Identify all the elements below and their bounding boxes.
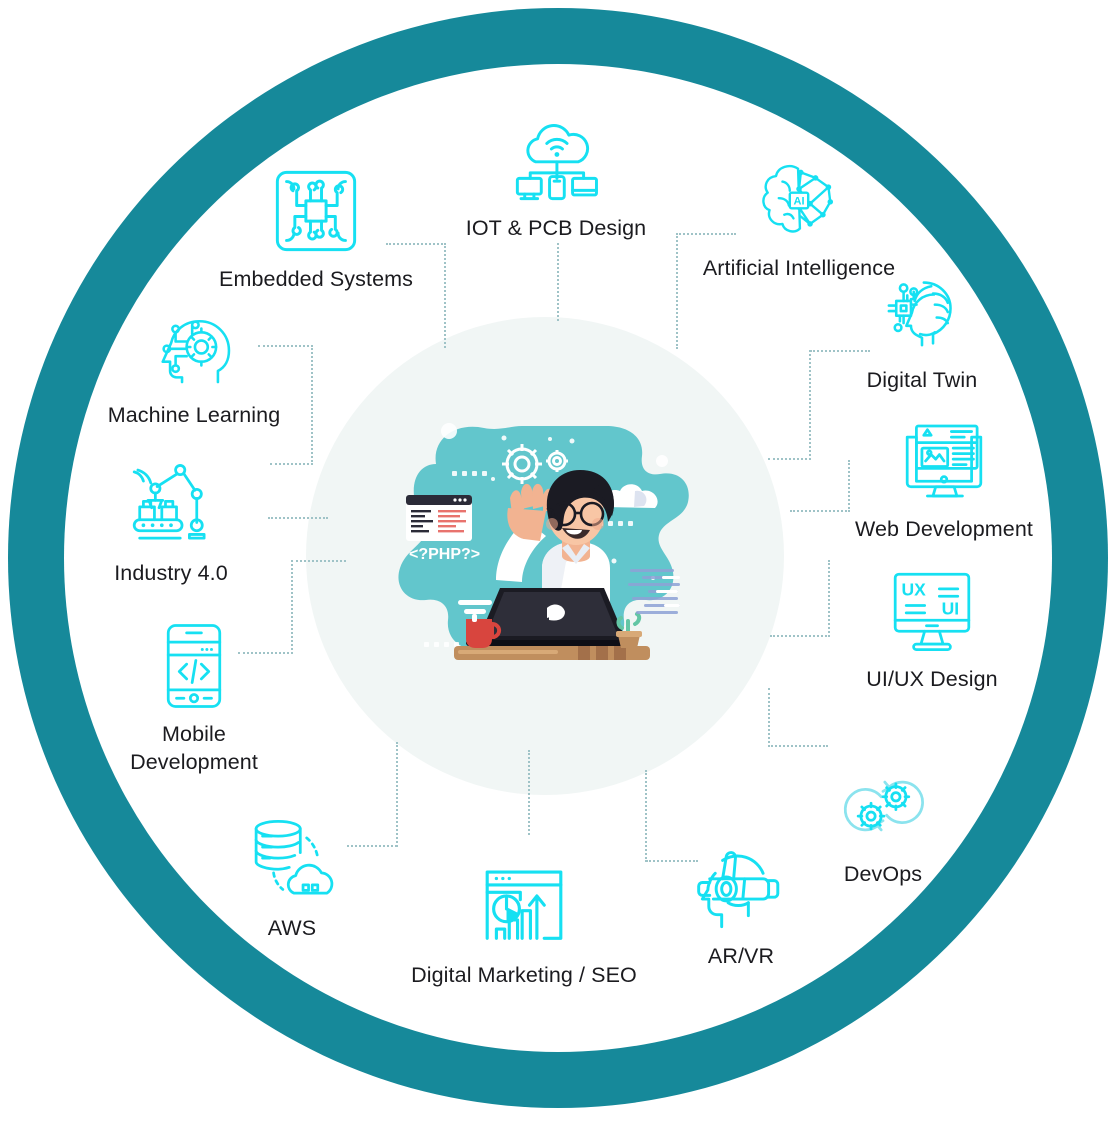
node-digital-marketing-seo[interactable]: Digital Marketing / SEO <box>409 859 639 989</box>
twin-heads-chip-icon <box>874 264 970 360</box>
node-digital-twin[interactable]: Digital Twin <box>807 264 1037 394</box>
monitor-uxui-icon: UX UI <box>884 563 980 659</box>
node-web-development[interactable]: Web Development <box>829 413 1059 543</box>
node-label: Digital Twin <box>866 368 978 392</box>
node-label: AWS <box>267 916 317 940</box>
svg-text:<?PHP?>: <?PHP?> <box>409 546 480 563</box>
svg-text:AI: AI <box>793 196 804 208</box>
node-label: AR/VR <box>707 944 775 968</box>
node-label: UI/UX Design <box>866 667 998 691</box>
node-iot-pcb-design[interactable]: IOT & PCB Design <box>441 112 671 242</box>
node-label: Embedded Systems <box>219 267 413 291</box>
node-label: Web Development <box>855 517 1033 541</box>
node-embedded-systems[interactable]: Embedded Systems <box>201 163 431 293</box>
microchip-board-icon <box>268 163 364 259</box>
node-aws[interactable]: AWS <box>177 812 407 942</box>
node-label: Machine Learning <box>107 403 281 427</box>
svg-text:UI: UI <box>942 599 959 619</box>
head-gear-circuit-icon <box>146 299 242 395</box>
node-label: Mobile Development <box>130 722 258 775</box>
browser-chart-growth-icon <box>476 859 572 955</box>
database-cloud-icon <box>244 812 340 908</box>
brain-network-ai-icon: AI <box>751 152 847 248</box>
node-industry-40[interactable]: Industry 4.0 <box>56 457 286 587</box>
node-devops[interactable]: DevOps <box>768 758 998 888</box>
svg-text:UX: UX <box>901 579 926 599</box>
monitor-webpage-icon <box>896 413 992 509</box>
cloud-wifi-devices-icon <box>508 112 604 208</box>
central-illustration: <?PHP?> <box>392 404 712 684</box>
node-label: Artificial Intelligence <box>702 256 896 280</box>
node-label: IOT & PCB Design <box>465 216 647 240</box>
node-machine-learning[interactable]: Machine Learning <box>79 299 309 429</box>
node-artificial-intelligence[interactable]: AI Artificial Intelligence <box>684 152 914 282</box>
node-label: Industry 4.0 <box>114 561 228 585</box>
infinity-gears-icon <box>835 758 931 854</box>
node-ui-ux-design[interactable]: UX UI UI/UX Design <box>817 563 1047 693</box>
vr-headset-head-icon <box>693 840 789 936</box>
node-ar-vr[interactable]: AR/VR <box>626 840 856 970</box>
node-mobile-development[interactable]: Mobile Development <box>79 618 309 777</box>
smartphone-code-icon <box>146 618 242 714</box>
node-label: Digital Marketing / SEO <box>411 963 637 987</box>
node-label: DevOps <box>843 862 923 886</box>
robotic-arm-conveyor-icon <box>123 457 219 553</box>
